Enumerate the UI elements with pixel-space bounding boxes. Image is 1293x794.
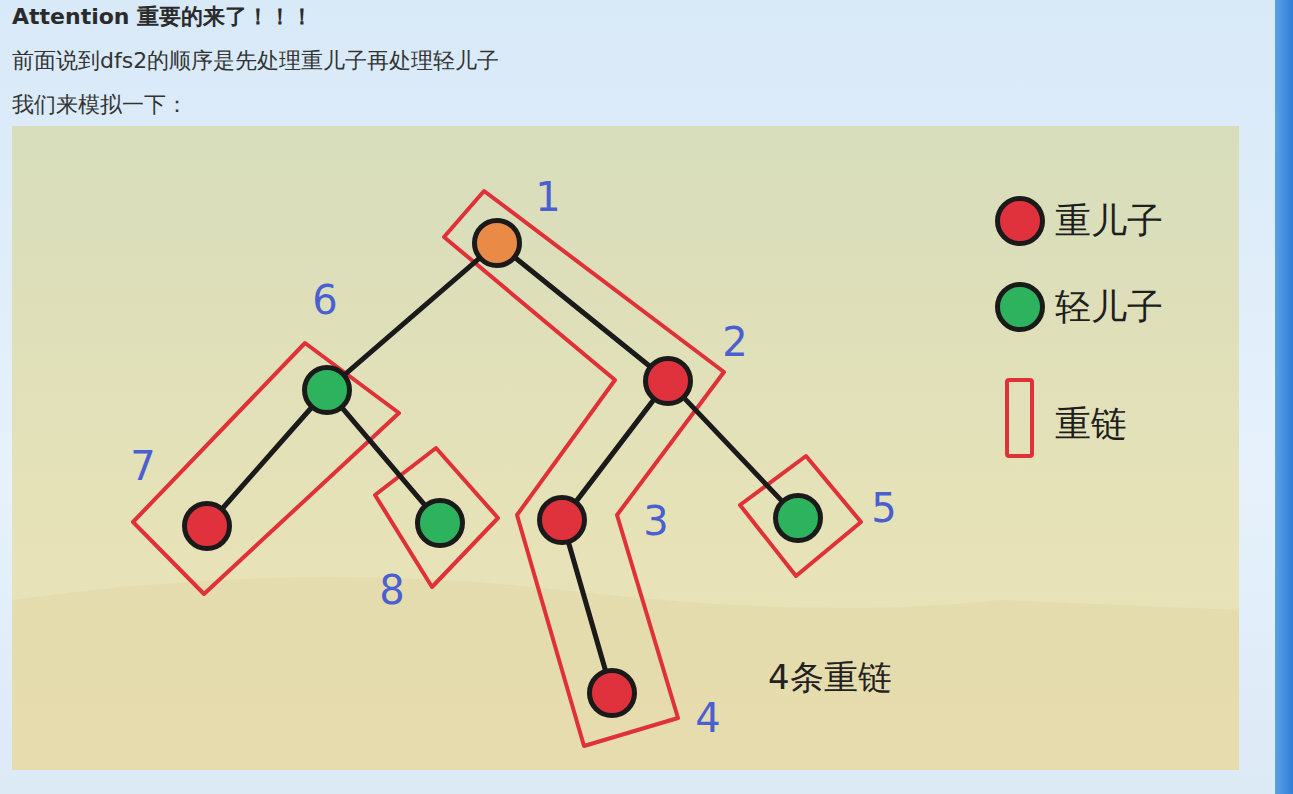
node-number: 5: [871, 488, 896, 528]
legend-label: 重儿子: [1055, 203, 1163, 239]
tree-edge: [224, 409, 311, 508]
legend-swatch: [995, 196, 1045, 246]
tree-node-circle: 2: [643, 356, 693, 406]
legend-label: 重链: [1055, 406, 1127, 442]
page-heading: Attention 重要的来了！！！: [12, 2, 313, 32]
tree-edge: [346, 259, 478, 373]
tree-node-circle: 3: [537, 495, 587, 545]
legend-swatch: [995, 282, 1045, 332]
legend-label: 轻儿子: [1055, 289, 1163, 325]
paragraph-text: 前面说到dfs2的顺序是先处理重儿子再处理轻儿子: [12, 46, 499, 76]
chain-count-note: 4条重链: [768, 655, 892, 701]
hill-shade: [12, 577, 1239, 770]
heavy-chain-outline: [444, 191, 724, 746]
node-number: 3: [643, 501, 668, 541]
tree-node-circle: 8: [415, 498, 465, 548]
tree-edge: [516, 259, 648, 366]
tree-edge: [577, 401, 653, 500]
node-number: 2: [722, 322, 747, 362]
tree-node-circle: 1: [472, 218, 522, 268]
tree-edge: [685, 399, 781, 500]
paragraph-text: 我们来模拟一下：: [12, 90, 188, 120]
right-strip: [1275, 0, 1293, 794]
panel-background: [12, 126, 1239, 770]
node-number: 1: [535, 177, 560, 217]
tree-node-circle: 7: [182, 501, 232, 551]
legend-chain-sample: [1007, 380, 1032, 456]
tree-edge: [569, 544, 605, 669]
node-number: 7: [130, 446, 155, 486]
node-number: 6: [312, 280, 337, 320]
tree-node-circle: 6: [302, 365, 352, 415]
tree-node-circle: 5: [773, 493, 823, 543]
node-number: 8: [379, 570, 404, 610]
tree-node-circle: 4: [587, 668, 637, 718]
node-number: 4: [695, 698, 720, 738]
tree-edge: [343, 409, 424, 504]
heavy-chain-outline: [133, 343, 399, 594]
